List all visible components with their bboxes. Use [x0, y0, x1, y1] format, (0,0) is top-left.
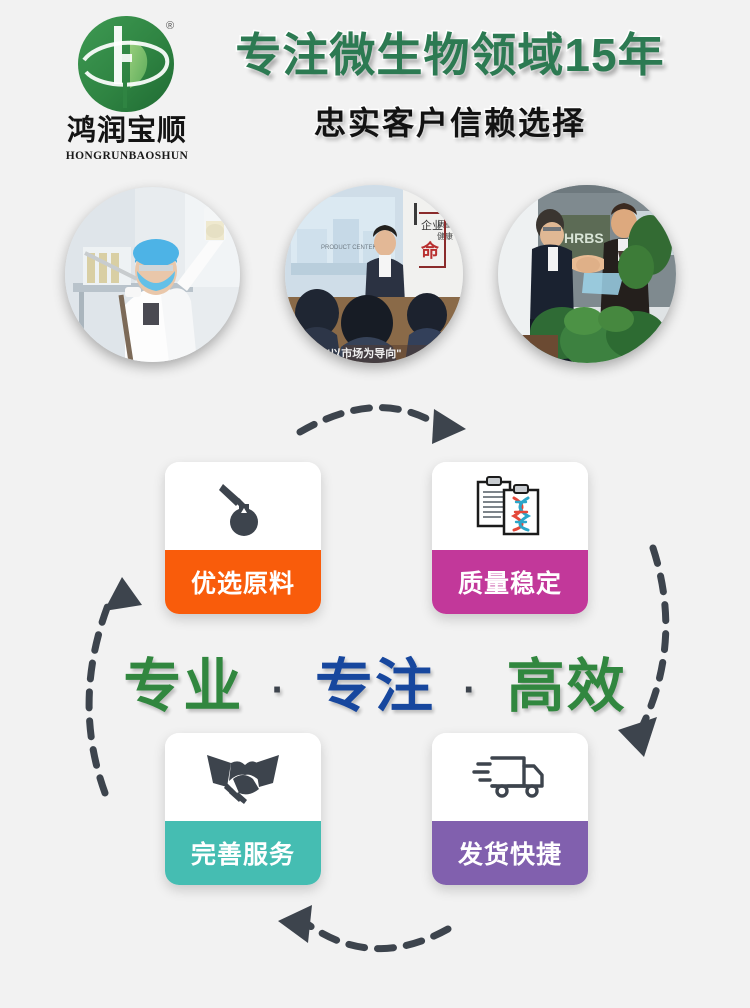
- page-header: ® 鸿润宝顺 HONGRUNBAOSHUN 专注微生物领域15年 忠实客户信赖选…: [0, 0, 750, 175]
- advantage-card-service[interactable]: 完善服务: [165, 733, 321, 885]
- svg-text:命: 命: [421, 240, 440, 261]
- arrow-left-head-icon: [104, 577, 142, 611]
- handshake-icon: [165, 733, 321, 821]
- company-logo: ® 鸿润宝顺 HONGRUNBAOSHUN: [52, 14, 202, 164]
- arrow-left-path: [85, 591, 116, 797]
- slogan-word-1: 专业: [123, 654, 244, 719]
- logo-name-cn: 鸿润宝顺: [66, 115, 187, 147]
- arrow-bottom-head-icon: [278, 905, 312, 943]
- card-label-service: 完善服务: [165, 821, 321, 885]
- advantage-card-quality[interactable]: 质量稳定: [432, 462, 588, 614]
- flask-dropper-icon: [165, 462, 321, 550]
- advantage-card-raw-materials[interactable]: 优选原料: [165, 462, 321, 614]
- page-subtitle: 忠实客户信赖选择: [312, 104, 586, 143]
- svg-text:HRBS: HRBS: [564, 230, 604, 246]
- svg-text:PRODUCT CENTER: PRODUCT CENTER: [321, 245, 378, 251]
- slogan-separator-1: ·: [271, 668, 287, 713]
- slogan-separator-2: ·: [463, 668, 479, 713]
- svg-text:"以市场为导向": "以市场为导向": [325, 346, 401, 360]
- business-handshake-photo: HRBS: [498, 185, 676, 363]
- card-label-raw-materials: 优选原料: [165, 550, 321, 614]
- photo-gallery: PRODUCT CENTER 企业 质量 健康 命 "以市场为导向": [0, 182, 750, 372]
- card-label-quality: 质量稳定: [432, 550, 588, 614]
- page-title: 专注微生物领域15年: [234, 28, 665, 81]
- meeting-presentation-photo: PRODUCT CENTER 企业 质量 健康 命 "以市场为导向": [285, 185, 463, 363]
- arrow-right-head-icon: [618, 717, 657, 757]
- logo-name-en: HONGRUNBAOSHUN: [65, 150, 189, 162]
- advantage-cycle-diagram: 专业 · 专注 · 高效 优选原料: [0, 385, 750, 975]
- card-label-shipping: 发货快捷: [432, 821, 588, 885]
- logo-mark-icon: [74, 14, 178, 118]
- cycle-arrows: [85, 404, 670, 953]
- arrow-top-path: [296, 404, 442, 436]
- slogan-text: 专业 · 专注 · 高效: [0, 639, 750, 723]
- arrow-top-head-icon: [432, 409, 466, 444]
- lab-technician-photo: [65, 187, 240, 362]
- slogan-word-2: 专注: [314, 654, 435, 719]
- slogan-word-3: 高效: [506, 654, 627, 719]
- registered-trademark-icon: ®: [166, 20, 175, 32]
- arrow-right-path: [636, 544, 670, 735]
- delivery-truck-icon: [432, 733, 588, 821]
- svg-text:企业: 企业: [421, 218, 443, 232]
- arrow-bottom-path: [302, 919, 452, 953]
- advantage-card-shipping[interactable]: 发货快捷: [432, 733, 588, 885]
- clipboard-dna-icon: [432, 462, 588, 550]
